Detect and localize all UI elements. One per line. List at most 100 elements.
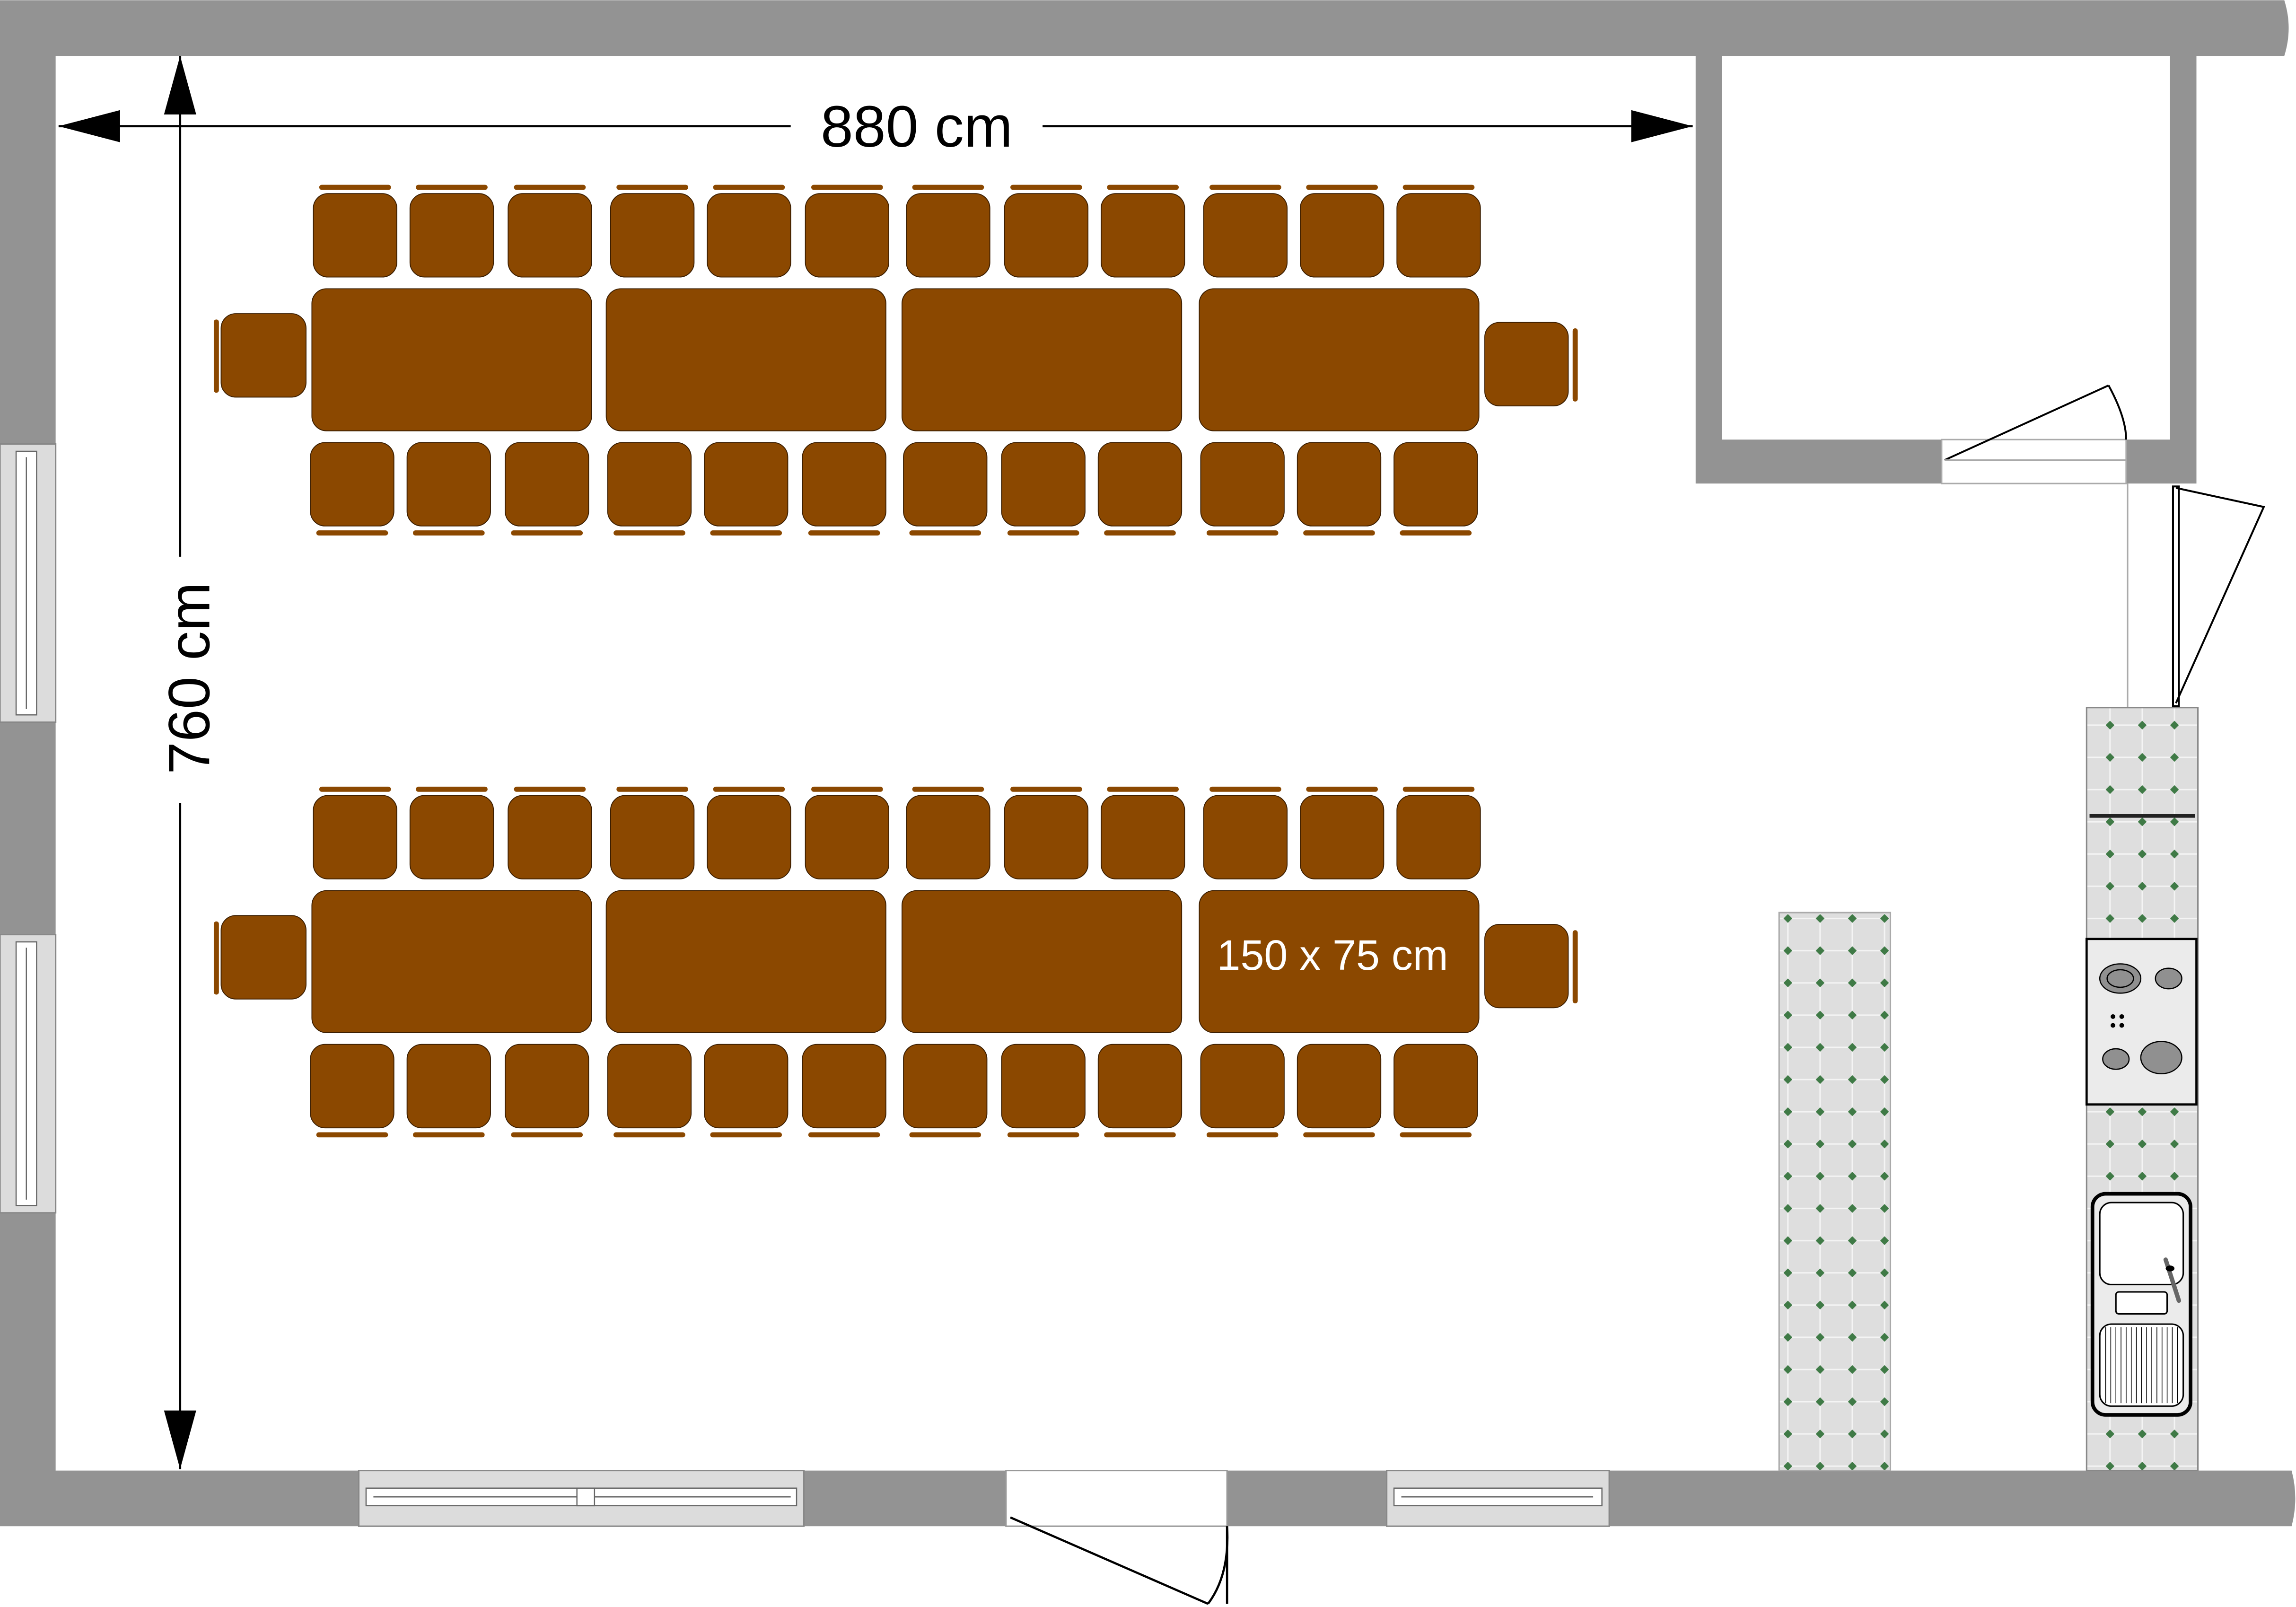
chair-backrest: [514, 786, 586, 792]
chair: [704, 1044, 789, 1129]
window-bottom-1: [358, 1470, 805, 1527]
arrowhead-right-icon: [1631, 110, 1693, 142]
chair: [310, 1044, 394, 1129]
chair: [1300, 193, 1385, 278]
chair: [802, 442, 886, 527]
chair-backrest: [1572, 930, 1578, 1004]
chair-backrest: [412, 530, 485, 536]
window-left-1: [0, 443, 57, 723]
end-chair: [1484, 322, 1569, 406]
chair-backrest: [412, 1132, 485, 1138]
chair-backrest: [1107, 184, 1179, 190]
chair: [1200, 1044, 1285, 1129]
top-wall: [0, 0, 2296, 1527]
chair-backrest: [1209, 786, 1281, 792]
chair: [607, 1044, 692, 1129]
chair: [409, 193, 494, 278]
chair-backrest: [511, 530, 583, 536]
chair-backrest: [213, 319, 219, 393]
chair-backrest: [1306, 184, 1378, 190]
chair: [1297, 442, 1382, 527]
chair: [1300, 795, 1385, 879]
chair-backrest: [1206, 1132, 1279, 1138]
window-left-2: [0, 934, 57, 1214]
window-bottom-2: [1386, 1470, 1610, 1527]
chair-backrest: [1402, 786, 1475, 792]
chair: [704, 442, 789, 527]
table: [605, 288, 886, 431]
chair: [508, 193, 592, 278]
chair-backrest: [1007, 1132, 1079, 1138]
chair-backrest: [319, 184, 391, 190]
table: [901, 890, 1183, 1033]
chair-backrest: [912, 786, 984, 792]
chair-backrest: [1303, 1132, 1375, 1138]
chair: [406, 1044, 491, 1129]
chair: [1203, 795, 1288, 879]
chair-backrest: [316, 1132, 388, 1138]
chair: [805, 193, 889, 278]
chair-backrest: [1209, 184, 1281, 190]
chair: [707, 193, 791, 278]
chair-backrest: [616, 184, 688, 190]
chair: [1297, 1044, 1382, 1129]
chair-backrest: [213, 921, 219, 995]
table: [901, 288, 1183, 431]
chair: [505, 1044, 589, 1129]
chair-backrest: [912, 184, 984, 190]
chair: [310, 442, 394, 527]
arrowhead-down-icon: [164, 1410, 196, 1469]
chair: [1203, 193, 1288, 278]
chair-backrest: [1303, 530, 1375, 536]
chair-backrest: [811, 184, 883, 190]
chair: [505, 442, 589, 527]
chair-backrest: [710, 530, 782, 536]
chair: [1200, 442, 1285, 527]
chair-backrest: [1104, 530, 1176, 536]
chair-backrest: [1400, 1132, 1472, 1138]
chair-backrest: [1306, 786, 1378, 792]
chair-backrest: [514, 184, 586, 190]
entrance-door: [1005, 1470, 1229, 1605]
sink: [2090, 1192, 2192, 1417]
arrowhead-left-icon: [58, 110, 120, 142]
table: [605, 890, 886, 1033]
chair: [1393, 1044, 1478, 1129]
chair-backrest: [909, 1132, 981, 1138]
table: [1199, 288, 1480, 431]
table: [311, 288, 592, 431]
chair: [1393, 442, 1478, 527]
chair-backrest: [416, 184, 488, 190]
height-dimension-label: 760 cm: [157, 582, 222, 774]
kitchen-island: [1778, 912, 1892, 1472]
chair-backrest: [1104, 1132, 1176, 1138]
table-size-label: 150 x 75 cm: [1217, 932, 1448, 979]
chair-backrest: [1107, 786, 1179, 792]
chair: [1101, 193, 1185, 278]
chair: [805, 795, 889, 879]
chair-backrest: [613, 530, 685, 536]
chair-backrest: [811, 786, 883, 792]
chair-backrest: [1010, 786, 1082, 792]
chair: [409, 795, 494, 879]
arrowhead-up-icon: [164, 56, 196, 114]
chair-backrest: [613, 1132, 685, 1138]
chair: [1396, 795, 1481, 879]
chair-backrest: [616, 786, 688, 792]
chair: [1004, 795, 1089, 879]
chair: [802, 1044, 886, 1129]
walls: [0, 0, 2296, 1527]
chair-backrest: [713, 786, 785, 792]
chair: [1396, 193, 1481, 278]
chair-backrest: [416, 786, 488, 792]
chair: [1001, 442, 1086, 527]
stove: [2085, 938, 2198, 1106]
chair-backrest: [808, 1132, 880, 1138]
table: [1199, 890, 1480, 1033]
table: [311, 890, 592, 1033]
side-door: [2127, 483, 2265, 708]
chair-backrest: [316, 530, 388, 536]
chair-backrest: [713, 184, 785, 190]
chair: [1004, 193, 1089, 278]
chair-backrest: [808, 530, 880, 536]
